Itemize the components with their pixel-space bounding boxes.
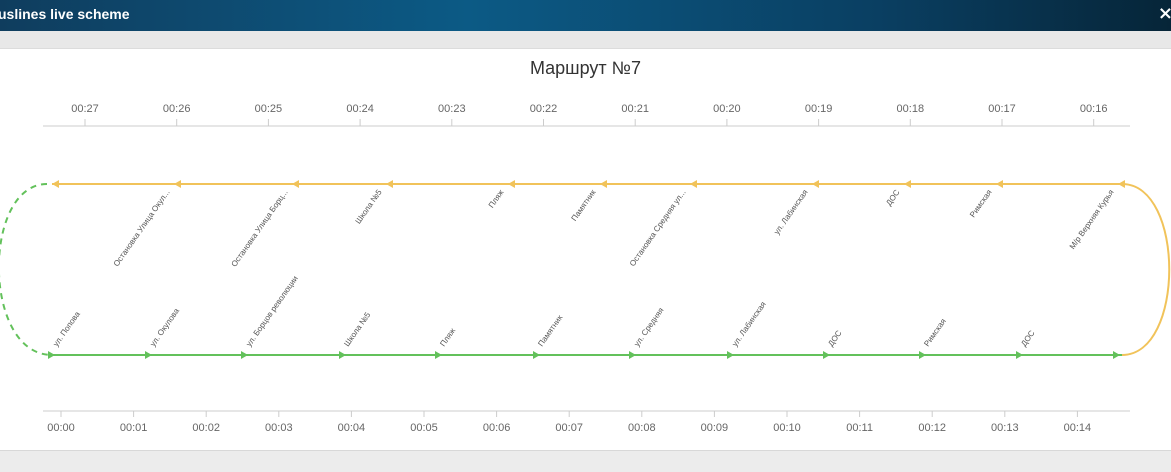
window-title: uslines live scheme: [0, 6, 130, 22]
return-stop-label: Римская: [968, 188, 994, 219]
forward-stop-label: ДОС: [826, 329, 843, 349]
forward-stop-arrow: [435, 351, 442, 359]
forward-stop-arrow: [533, 351, 540, 359]
forward-stop-arrow: [241, 351, 248, 359]
return-stop-label: Остановка Улица Окул...: [112, 188, 172, 268]
return-stop-arrow: [904, 180, 911, 188]
top-tick-label: 00:18: [897, 103, 925, 115]
return-stop-arrow: [52, 180, 59, 188]
forward-stop-label: ул. Окулова: [148, 306, 181, 348]
forward-stop-label: Пляж: [438, 326, 457, 348]
return-stop-arrow: [690, 180, 697, 188]
forward-stop-label: ул. Борцов революции: [244, 274, 300, 348]
return-stop-arrow: [292, 180, 299, 188]
return-stop-arrow: [600, 180, 607, 188]
forward-stop-arrow: [629, 351, 636, 359]
forward-stop-arrow: [145, 351, 152, 359]
forward-stop-arrow: [1016, 351, 1023, 359]
return-stop-arrow: [508, 180, 515, 188]
return-stop-label: ул. Лабинская: [772, 188, 810, 236]
bottom-tick-label: 00:14: [1064, 422, 1092, 434]
forward-stop-arrow: [48, 351, 55, 359]
return-stop-arrow: [386, 180, 393, 188]
close-icon[interactable]: ×: [1157, 3, 1171, 24]
top-tick-label: 00:23: [438, 103, 466, 115]
top-tick-label: 00:22: [530, 103, 558, 115]
forward-stop-label: ул. Лабинская: [730, 300, 768, 348]
return-stop-arrow: [812, 180, 819, 188]
bottom-tick-label: 00:02: [192, 422, 220, 434]
top-tick-label: 00:24: [346, 103, 374, 115]
top-tick-label: 00:17: [988, 103, 1016, 115]
depot-dashed-arc: [0, 183, 53, 356]
return-stop-arrow: [1118, 180, 1125, 188]
bottom-tick-label: 00:08: [628, 422, 656, 434]
return-stop-label: ДОС: [884, 188, 901, 208]
bottom-tick-label: 00:03: [265, 422, 293, 434]
forward-stop-arrow: [919, 351, 926, 359]
forward-stop-label: ул. Средняя: [632, 306, 665, 348]
forward-stop-arrow: [727, 351, 734, 359]
turnaround-arc: [1121, 183, 1171, 356]
forward-stop-label: Школа №5: [342, 310, 372, 348]
route-title: Маршрут №7: [529, 58, 642, 78]
top-tick-label: 00:25: [255, 103, 283, 115]
toolbar-strip: [0, 31, 1171, 49]
top-tick-label: 00:27: [71, 103, 99, 115]
return-stop-label: М/р Верхняя Курья: [1068, 188, 1116, 251]
bottom-tick-label: 00:05: [410, 422, 438, 434]
bottom-tick-label: 00:11: [846, 422, 873, 434]
bottom-tick-label: 00:09: [701, 422, 729, 434]
top-tick-label: 00:26: [163, 103, 191, 115]
window-titlebar: uslines live scheme ×: [0, 0, 1171, 31]
return-stop-arrow: [996, 180, 1003, 188]
return-stop-label: Остановка Средняя ул...: [628, 188, 688, 268]
bottom-tick-label: 00:04: [338, 422, 366, 434]
return-stop-label: Пляж: [487, 187, 506, 209]
bottom-tick-label: 00:10: [773, 422, 801, 434]
bottom-tick-label: 00:06: [483, 422, 511, 434]
bottom-tick-label: 00:07: [555, 422, 583, 434]
top-tick-label: 00:21: [621, 103, 649, 115]
forward-stop-label: ул. Попова: [51, 309, 82, 348]
return-stop-label: Остановка Улица Борц...: [229, 188, 289, 269]
bottom-tick-label: 00:00: [47, 422, 75, 434]
forward-stop-arrow: [339, 351, 346, 359]
route-stops: Остановка Улица Окул... Остановка Улица Б…: [48, 180, 1125, 359]
top-time-axis: 00:27 00:26 00:25 00:24 00:23 00:22 00:21 00:20…: [43, 103, 1130, 127]
bottom-tick-label: 00:13: [991, 422, 1019, 434]
bottom-tick-label: 00:01: [120, 422, 148, 434]
return-stop-label: Школа №5: [354, 188, 384, 226]
status-strip: [0, 450, 1171, 472]
forward-stop-label: ДОС: [1019, 329, 1036, 349]
forward-stop-label: Памятник: [536, 313, 564, 348]
forward-stop-label: Римская: [922, 317, 948, 348]
return-stop-label: Памятник: [570, 188, 598, 223]
top-tick-label: 00:19: [805, 103, 833, 115]
top-tick-label: 00:16: [1080, 103, 1108, 115]
route-lines: [0, 183, 1171, 356]
forward-stop-arrow: [823, 351, 830, 359]
forward-stop-arrow: [1113, 351, 1120, 359]
top-tick-label: 00:20: [713, 103, 741, 115]
bottom-time-axis: 00:00 00:01 00:02 00:03 00:04 00:05 00:06 00:07…: [43, 410, 1130, 434]
bottom-tick-label: 00:12: [918, 422, 946, 434]
return-stop-arrow: [174, 180, 181, 188]
